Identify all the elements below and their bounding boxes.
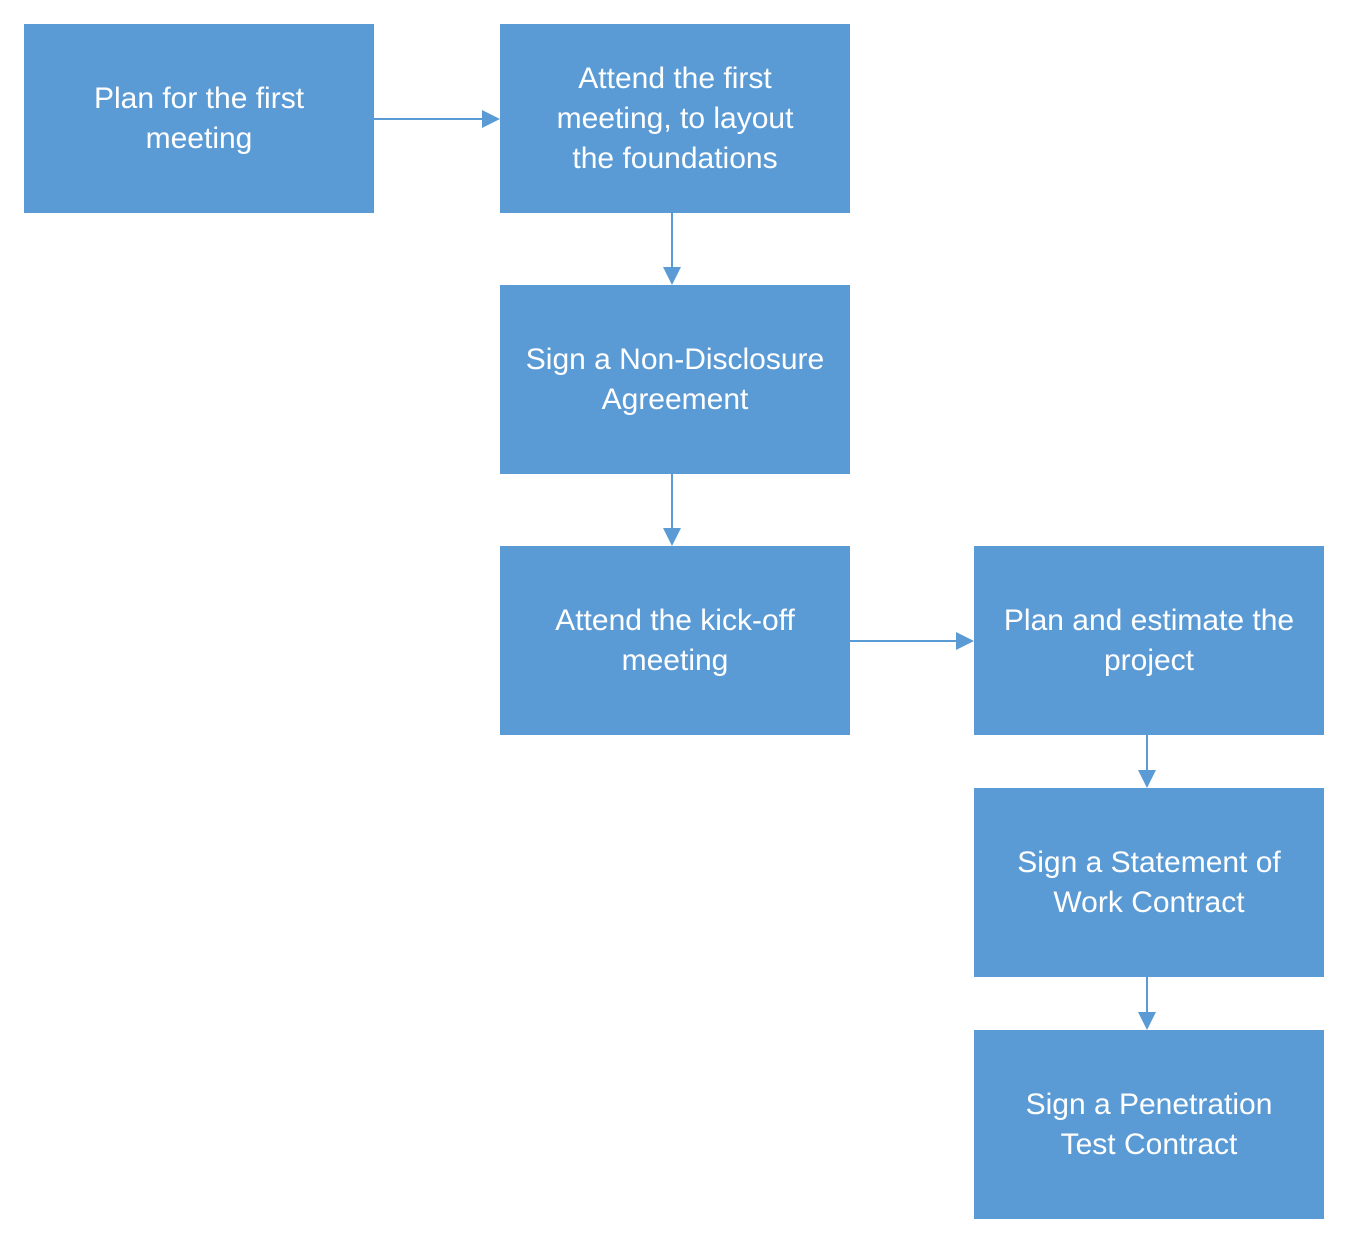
connector-attend-first-to-nda	[663, 213, 681, 285]
step-attend-first-meeting[interactable]: Attend the first meeting, to layout the …	[500, 24, 850, 213]
arrowhead-right-icon	[482, 110, 500, 128]
step-plan-first-meeting[interactable]: Plan for the first meeting	[24, 24, 374, 213]
connector-kickoff-to-plan-estimate	[850, 632, 974, 650]
arrowhead-down-icon	[1138, 770, 1156, 788]
connector-plan-to-attend-first	[374, 110, 500, 128]
step-label: Sign a Penetration Test Contract	[1025, 1087, 1273, 1161]
arrowhead-down-icon	[1138, 1012, 1156, 1030]
step-label: Sign a Statement of Work Contract	[1017, 845, 1281, 919]
step-attend-kickoff-meeting[interactable]: Attend the kick-off meeting	[500, 546, 850, 735]
connector-plan-estimate-to-sow	[1138, 735, 1156, 788]
step-sign-statement-of-work[interactable]: Sign a Statement of Work Contract	[974, 788, 1324, 977]
connector-nda-to-kickoff	[663, 474, 681, 546]
arrowhead-down-icon	[663, 267, 681, 285]
arrowhead-right-icon	[956, 632, 974, 650]
arrowhead-down-icon	[663, 528, 681, 546]
step-label: Attend the kick-off meeting	[555, 603, 795, 677]
step-label: Sign a Non-Disclosure Agreement	[525, 342, 825, 416]
step-label: Plan for the first meeting	[93, 81, 305, 155]
step-label: Plan and estimate the project	[1003, 603, 1295, 677]
step-sign-nda[interactable]: Sign a Non-Disclosure Agreement	[500, 285, 850, 474]
step-plan-and-estimate[interactable]: Plan and estimate the project	[974, 546, 1324, 735]
connector-sow-to-pentest	[1138, 977, 1156, 1030]
step-label: Attend the first meeting, to layout the …	[556, 61, 794, 175]
step-sign-penetration-test-contract[interactable]: Sign a Penetration Test Contract	[974, 1030, 1324, 1219]
